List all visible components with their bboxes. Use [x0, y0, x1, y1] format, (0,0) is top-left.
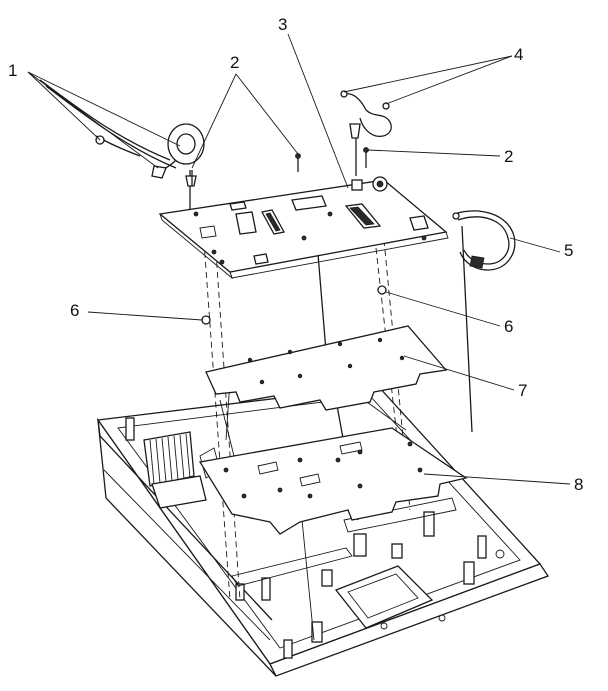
- callout-5: 5: [564, 241, 574, 260]
- callout-6-right: 6: [504, 317, 514, 336]
- part-4-clip: [340, 90, 392, 176]
- vent-grille: [143, 431, 195, 487]
- callout-6-left: 6: [70, 301, 80, 320]
- part-1-cord-assembly: [39, 79, 205, 210]
- part-8-lower-board: [198, 427, 468, 535]
- part-2-screws: [191, 147, 369, 186]
- part-7-shield-plate: [205, 325, 448, 411]
- callout-3: 3: [278, 15, 288, 34]
- part-3-upper-board: [158, 176, 449, 280]
- callout-2-right: 2: [504, 147, 514, 166]
- callout-7: 7: [518, 381, 528, 400]
- base-housing: [96, 385, 549, 677]
- callout-1: 1: [8, 61, 18, 80]
- callout-4: 4: [514, 45, 524, 64]
- part-5-ring-cable: [452, 210, 516, 271]
- leader-lines: [27, 33, 571, 485]
- part-6-spacers: [201, 285, 387, 325]
- callout-8: 8: [574, 475, 584, 494]
- callout-2-left: 2: [230, 53, 240, 72]
